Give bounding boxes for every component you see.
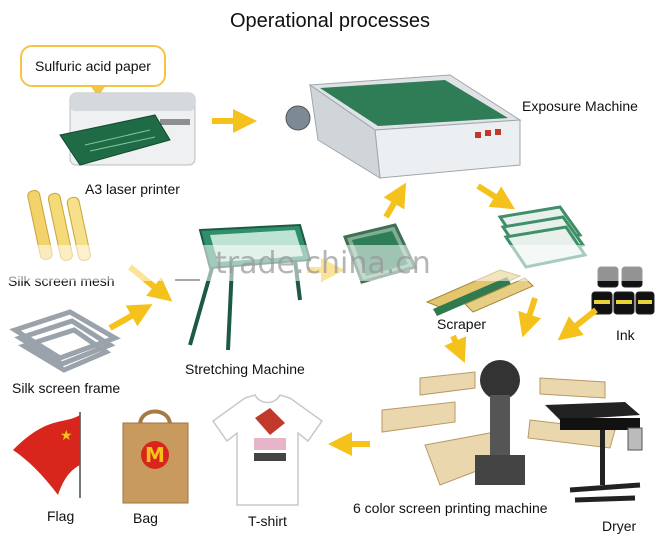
exposure-machine-illustration (285, 74, 522, 179)
bag-illustration: M (122, 409, 189, 504)
label-exposure: Exposure Machine (522, 98, 638, 114)
svg-text:M: M (145, 443, 165, 467)
label-stretching: Stretching Machine (185, 361, 305, 377)
watermark-band (0, 245, 660, 281)
arrow-screens-to-press (518, 297, 542, 338)
arrow-screens-to-exposure (383, 182, 407, 219)
tshirt-illustration (211, 394, 324, 506)
callout-text: Sulfuric acid paper (35, 58, 151, 74)
label-ink: Ink (616, 327, 635, 343)
label-flag: Flag (47, 508, 75, 524)
arrow-scraper-to-press (444, 334, 467, 363)
watermark-text: trade.china.cn (215, 246, 431, 281)
arrow-frame-to-stretcher (108, 304, 153, 331)
silk-screen-mesh-illustration (27, 189, 91, 262)
arrow-ink-to-press (557, 307, 598, 341)
label-tshirt: T-shirt (248, 513, 287, 529)
label-press: 6 color screen printing machine (353, 500, 548, 516)
label-printer: A3 laser printer (85, 181, 180, 197)
svg-text:★: ★ (60, 428, 73, 444)
flag-illustration: ★ (13, 412, 81, 498)
arrow-exposure-to-screens (476, 183, 516, 210)
label-bag: Bag (133, 510, 158, 526)
label-frame: Silk screen frame (12, 380, 121, 396)
diagram-title: Operational processes (229, 10, 431, 32)
label-scraper: Scraper (437, 316, 487, 332)
dryer-illustration (545, 402, 643, 503)
printing-machine-illustration (381, 360, 616, 486)
silk-screen-frame-illustration (9, 309, 121, 373)
laser-printer-illustration (59, 92, 196, 166)
label-dryer: Dryer (602, 518, 637, 534)
